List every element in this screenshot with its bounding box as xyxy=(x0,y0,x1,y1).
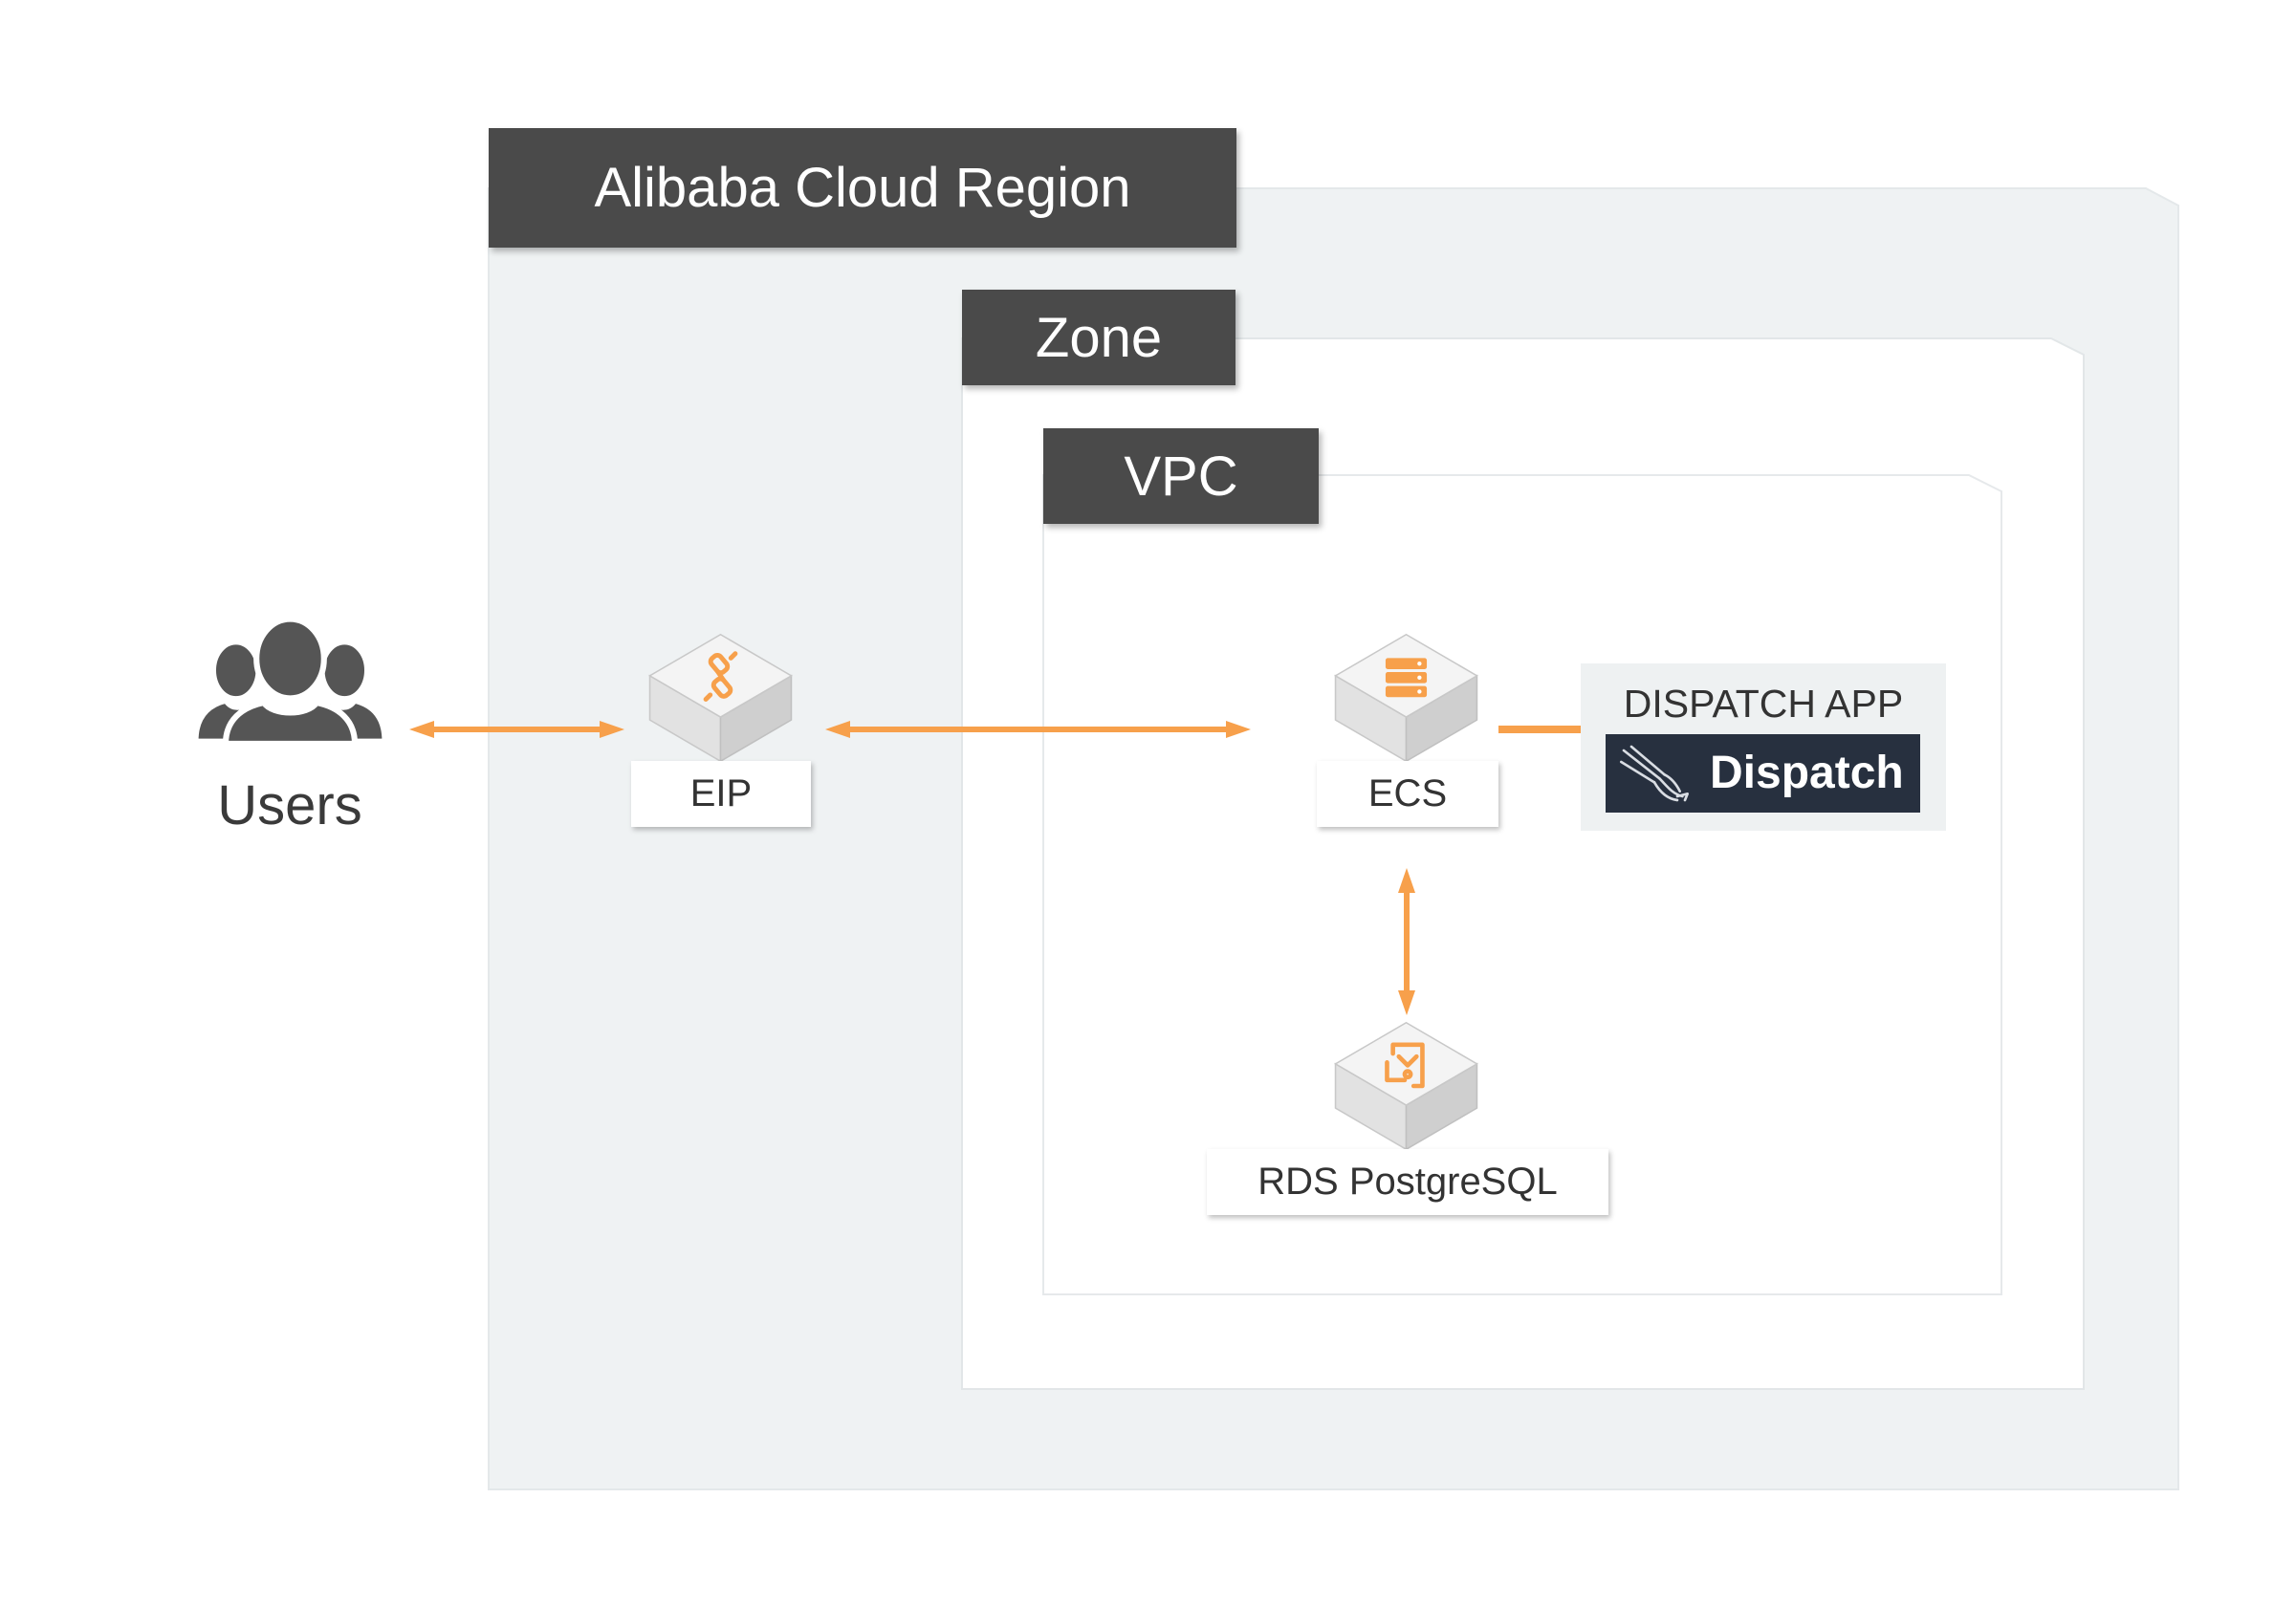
region-header: Alibaba Cloud Region xyxy=(489,128,1236,248)
arrow-head-right xyxy=(600,721,624,738)
zone-title: Zone xyxy=(1035,306,1163,369)
eip-ecs-arrow xyxy=(825,721,1251,738)
eip-label: EIP xyxy=(689,772,753,814)
arrow-head-left xyxy=(409,721,434,738)
vpc-header: VPC xyxy=(1043,428,1319,524)
rds-icon xyxy=(1334,1021,1478,1151)
zone-header: Zone xyxy=(962,290,1235,385)
arrow-head-left xyxy=(825,721,850,738)
users-eip-arrow xyxy=(409,721,624,738)
eip-label-box: EIP xyxy=(631,761,811,827)
arrow-head-bottom xyxy=(1398,990,1415,1015)
users-icon xyxy=(196,618,384,744)
dispatch-bird-icon xyxy=(1620,745,1689,802)
dispatch-logo xyxy=(1606,734,1920,813)
dispatch-app-title: DISPATCH APP xyxy=(1623,682,1904,726)
users-label: Users xyxy=(217,774,362,836)
rds-label: RDS PostgreSQL xyxy=(1257,1161,1558,1203)
ecs-rds-arrow xyxy=(1398,868,1415,1015)
dispatch-logo-text: Dispatch xyxy=(1710,748,1904,798)
ecs-label: ECS xyxy=(1367,772,1448,814)
ecs-icon xyxy=(1334,633,1478,763)
vpc-title: VPC xyxy=(1124,445,1238,508)
region-title: Alibaba Cloud Region xyxy=(594,157,1131,219)
rds-label-box: RDS PostgreSQL xyxy=(1207,1149,1608,1215)
ecs-label-box: ECS xyxy=(1317,761,1498,827)
arrow-head-right xyxy=(1226,721,1251,738)
eip-icon xyxy=(648,633,793,763)
arrow-head-top xyxy=(1398,868,1415,893)
